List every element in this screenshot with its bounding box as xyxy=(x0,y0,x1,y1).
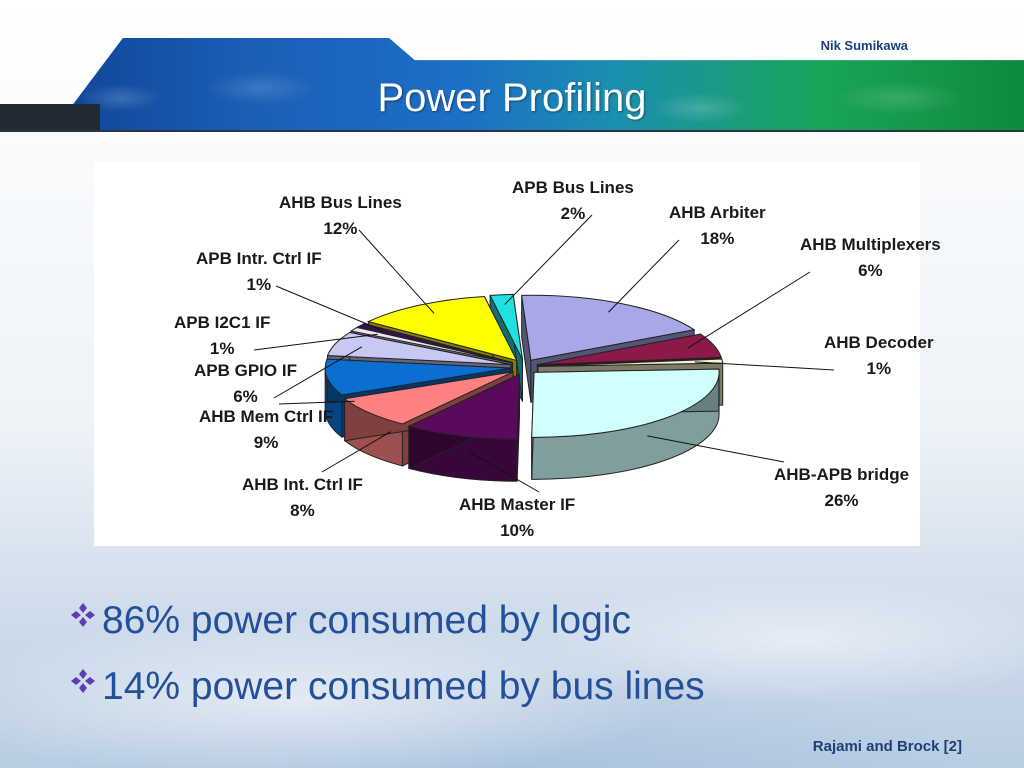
slice-label-name: APB Bus Lines xyxy=(512,178,634,197)
slice-label-value: 6% xyxy=(233,387,258,406)
leader-line xyxy=(321,431,391,473)
bullet-item: 86% power consumed by logic xyxy=(68,588,705,654)
slide-title: Power Profiling xyxy=(377,76,647,120)
bullet-text: 14% power consumed by bus lines xyxy=(102,665,705,708)
slice-label: AHB Int. Ctrl IF 8% xyxy=(242,472,363,524)
slice-label-value: 10% xyxy=(500,521,535,540)
slice-label-name: AHB Multiplexers xyxy=(800,235,941,254)
leader-line xyxy=(694,361,835,371)
slice-label: AHB-APB bridge 26% xyxy=(774,462,909,514)
slice-label: APB I2C1 IF 1% xyxy=(174,310,270,362)
pie-chart-svg xyxy=(253,214,835,493)
slice-label-value: 1% xyxy=(866,359,892,378)
slice-label: AHB Multiplexers 6% xyxy=(800,232,941,284)
slice-label: APB Bus Lines 2% xyxy=(512,175,634,227)
slice-label-name: AHB Decoder xyxy=(824,333,934,352)
slice-label-name: APB I2C1 IF xyxy=(174,313,271,332)
slice-label: AHB Bus Lines 12% xyxy=(279,190,402,242)
diamond-cluster-icon xyxy=(71,603,95,627)
slice-label: AHB Mem Ctrl IF 9% xyxy=(199,404,333,456)
leader-line xyxy=(273,346,363,399)
diamond-cluster-icon xyxy=(71,669,95,693)
leader-line xyxy=(687,271,811,349)
slice-label-value: 9% xyxy=(253,433,279,452)
slice-label-value: 8% xyxy=(290,501,315,520)
bullet-list: 86% power consumed by logic 14% power co… xyxy=(68,588,705,720)
header-dark-strip xyxy=(0,104,100,132)
slice-label-name: APB GPIO IF xyxy=(194,361,297,380)
slice-label-name: AHB Bus Lines xyxy=(279,193,402,212)
slice-label-value: 18% xyxy=(700,229,735,248)
leader-line xyxy=(647,435,785,463)
source-citation: Rajami and Brock [2] xyxy=(812,738,962,755)
slice-label-value: 26% xyxy=(824,491,859,510)
pie-slice xyxy=(531,368,720,480)
author-name: Nik Sumikawa xyxy=(820,38,908,53)
slice-label-value: 12% xyxy=(323,219,358,238)
leader-line xyxy=(358,229,435,314)
pie-chart: AHB Arbiter 18% AHB Multiplexers 6% AHB Deco… xyxy=(94,162,941,546)
leader-line xyxy=(468,451,540,493)
slice-label-value: 2% xyxy=(560,204,586,223)
slice-label-name: AHB Master IF xyxy=(459,495,576,514)
slice-label: AHB Arbiter 18% xyxy=(669,200,766,252)
header-divider xyxy=(0,130,1024,132)
leader-line xyxy=(504,214,593,305)
slice-label-name: AHB Mem Ctrl IF xyxy=(199,407,334,426)
slice-label-name: AHB Arbiter xyxy=(669,203,766,222)
slide-header: Nik Sumikawa Power Profiling xyxy=(0,0,1024,132)
slice-label: AHB Master IF 10% xyxy=(459,492,575,544)
slice-label-value: 6% xyxy=(858,261,883,280)
slice-label: AHB Decoder 1% xyxy=(824,330,934,382)
bullet-text: 86% power consumed by logic xyxy=(102,599,631,642)
slice-label: APB Intr. Ctrl IF 1% xyxy=(196,246,322,298)
slice-label-name: AHB Int. Ctrl IF xyxy=(242,475,363,494)
bullet-item: 14% power consumed by bus lines xyxy=(68,654,705,720)
leader-line xyxy=(275,285,384,332)
slice-label-value: 1% xyxy=(209,339,235,358)
leader-line xyxy=(278,400,355,405)
slice-label-value: 1% xyxy=(246,275,272,294)
slice-label-name: APB Intr. Ctrl IF xyxy=(196,249,322,268)
leader-line xyxy=(253,333,378,351)
slice-label-name: AHB-APB bridge xyxy=(774,465,910,484)
leader-line xyxy=(608,239,680,313)
slice-label: APB GPIO IF 6% xyxy=(194,358,297,410)
pie-slice xyxy=(407,373,521,482)
